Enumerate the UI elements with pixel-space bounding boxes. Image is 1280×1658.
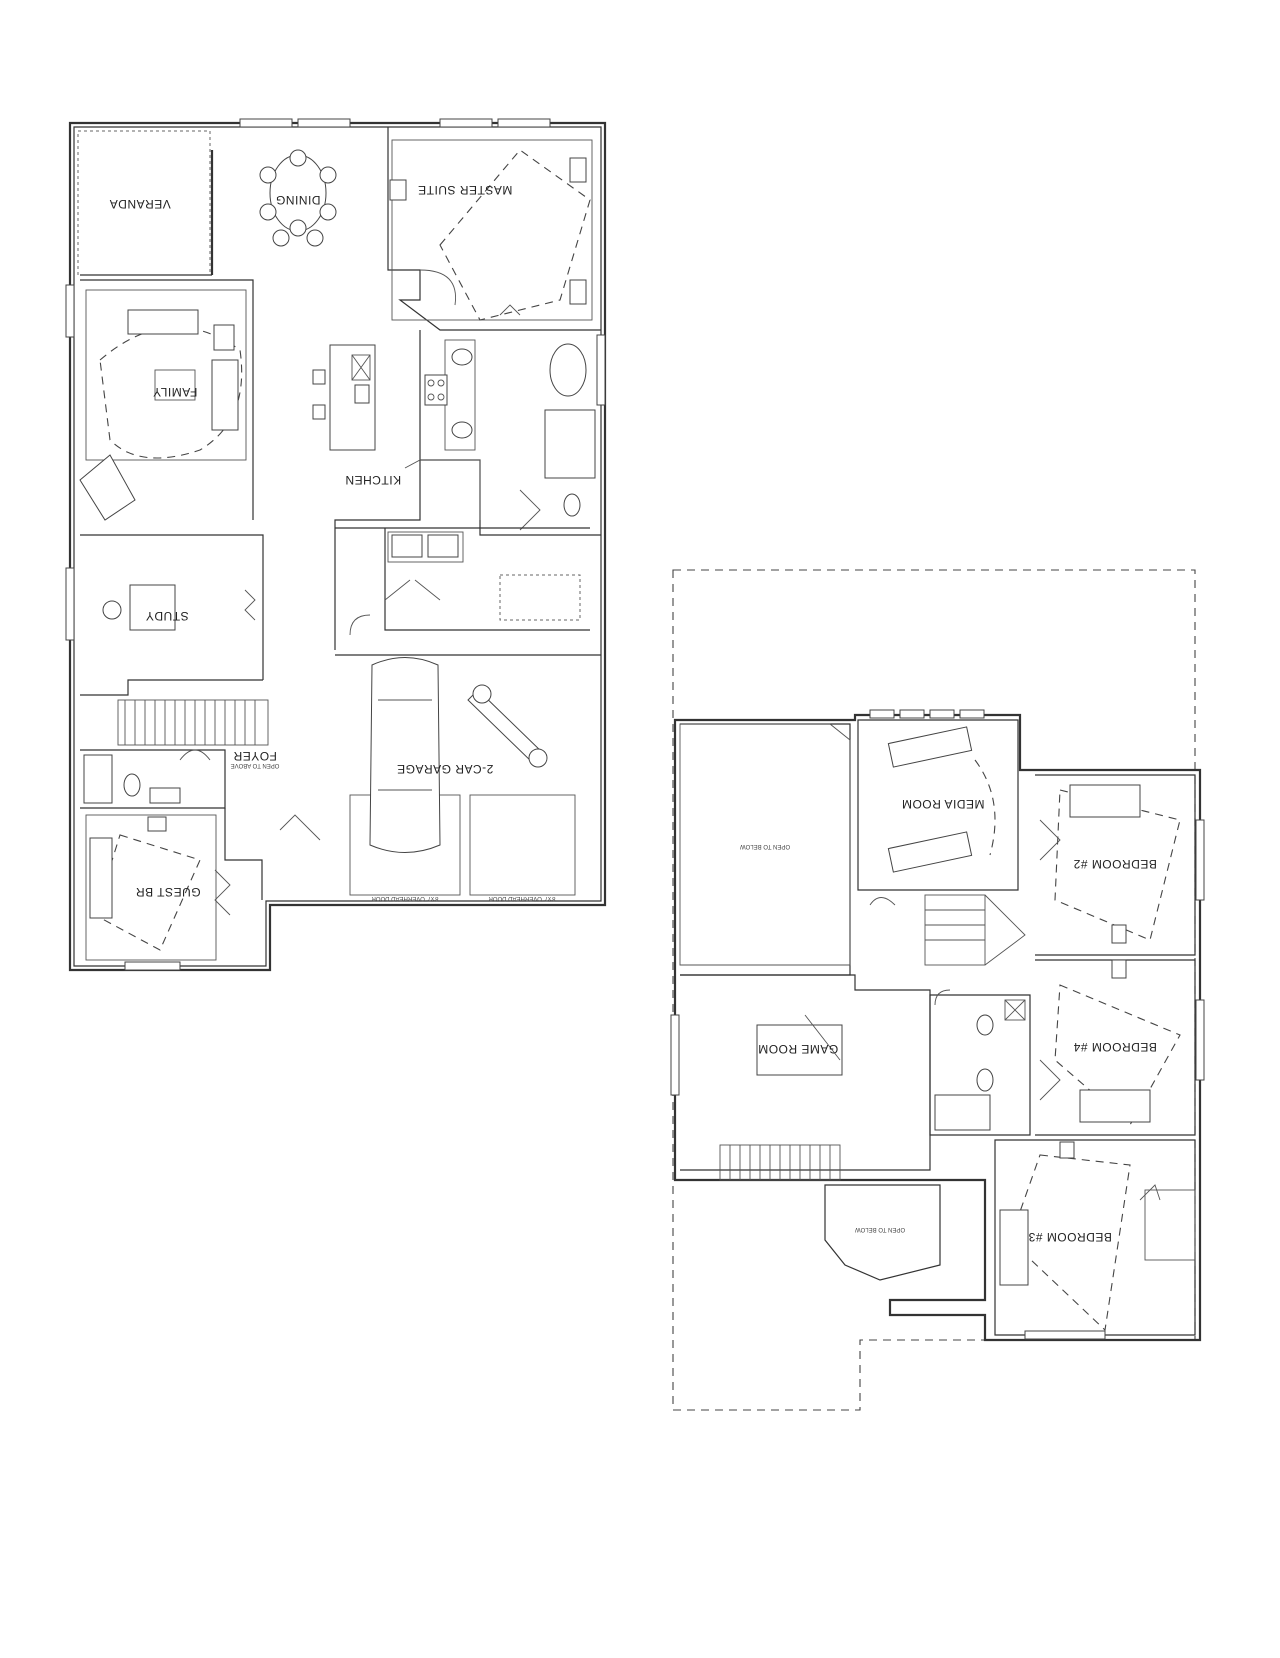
window	[439, 118, 493, 128]
window	[239, 118, 293, 128]
range	[424, 374, 448, 406]
fireplace	[79, 454, 136, 521]
room-label-kitchen: KITCHEN	[345, 473, 401, 487]
dining-table	[259, 149, 337, 247]
room-label-master-suite: MASTER SUITE	[418, 183, 513, 197]
window	[1024, 1330, 1106, 1340]
roof-outline	[672, 569, 1196, 1411]
note-garage-door-right: 8'x7' OVERHEAD DOOR	[488, 895, 556, 901]
note-open-below-large: OPEN TO BELOW	[740, 843, 790, 849]
room-label-dining: DINING	[276, 193, 321, 207]
window	[497, 118, 551, 128]
room-label-veranda: VERANDA	[109, 197, 171, 211]
note-foyer-open: OPEN TO ABOVE	[231, 762, 280, 768]
window	[297, 118, 351, 128]
room-label-bedroom-2: BEDROOM #2	[1073, 857, 1157, 871]
motorcycle-icon	[467, 684, 548, 768]
room-label-study: STUDY	[145, 609, 188, 623]
window	[65, 284, 75, 338]
window	[869, 709, 895, 719]
game-room-stair	[719, 1144, 841, 1181]
window	[929, 709, 955, 719]
car-icon	[369, 657, 441, 853]
main-stair	[117, 699, 269, 746]
room-label-game-room: GAME ROOM	[758, 1042, 839, 1056]
window	[124, 961, 181, 971]
note-garage-door-left: 8'x7' OVERHEAD DOOR	[371, 895, 439, 901]
first-floor-exterior-wall	[68, 121, 607, 972]
room-label-guest-br: GUEST BR	[135, 885, 200, 899]
window	[959, 709, 985, 719]
second-floor-plan	[670, 569, 1205, 1411]
first-floor-plan	[65, 118, 607, 972]
window	[1195, 999, 1205, 1081]
room-label-media-room: MEDIA ROOM	[901, 797, 984, 811]
room-label-family: FAMILY	[153, 385, 198, 399]
window	[670, 1014, 680, 1096]
second-floor-labels: OPEN TO BELOW MEDIA ROOM BEDROOM #2 BEDR…	[740, 797, 1157, 1244]
window	[65, 567, 75, 641]
first-floor-labels: VERANDA DINING MASTER SUITE FAMILY KITCH…	[109, 183, 555, 901]
note-open-below-small: OPEN TO BELOW	[855, 1226, 905, 1232]
room-label-bedroom-3: BEDROOM #3	[1028, 1230, 1112, 1244]
room-label-bedroom-4: BEDROOM #4	[1073, 1040, 1157, 1054]
window	[1195, 819, 1205, 901]
room-label-garage: 2-CAR GARAGE	[397, 762, 494, 776]
room-label-foyer: FOYER	[233, 749, 277, 763]
window	[596, 334, 606, 406]
window	[899, 709, 925, 719]
